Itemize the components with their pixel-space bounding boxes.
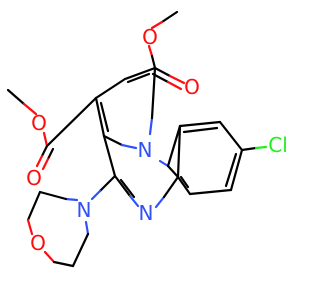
bond (150, 20, 164, 30)
bond (45, 96, 98, 148)
atom-label: O (142, 25, 158, 49)
bond (179, 175, 190, 189)
atom-o-morpholine: O (30, 231, 46, 255)
bond (94, 96, 106, 138)
bond (188, 188, 233, 196)
bond (99, 101, 110, 133)
bond (166, 124, 182, 168)
bond (26, 218, 34, 236)
bond (90, 189, 102, 201)
atom-label: O (31, 111, 47, 135)
bond (123, 66, 157, 81)
atom-label: O (26, 166, 42, 190)
bond (6, 88, 26, 106)
bond (166, 80, 183, 91)
bond (94, 77, 127, 100)
bond (168, 74, 186, 85)
bond (26, 190, 42, 222)
molecule-structure: O O O O N N N O Cl (6, 10, 288, 268)
bond (182, 126, 219, 134)
bond (120, 143, 138, 150)
atom-n-pyrrole: N (138, 138, 153, 162)
atom-o-ester1-single: O (142, 25, 158, 49)
atom-label: N (138, 138, 153, 162)
bond (38, 190, 68, 201)
atom-label: Cl (268, 133, 288, 157)
bond (102, 134, 124, 147)
bond (254, 145, 268, 150)
bond (148, 116, 154, 136)
atom-label: N (139, 201, 154, 225)
bond (35, 154, 44, 168)
bond (113, 174, 132, 198)
atom-label: N (77, 198, 92, 222)
bond (42, 131, 49, 148)
bond (84, 220, 90, 236)
atom-o-ester2-double: O (26, 166, 42, 190)
bond (126, 72, 151, 84)
bond (154, 195, 166, 209)
bond (162, 175, 180, 199)
atom-label: O (30, 231, 46, 255)
bond (176, 175, 192, 196)
bond (178, 120, 222, 128)
atom-o-ester2-single: O (31, 111, 47, 135)
bond (98, 174, 117, 193)
bond (166, 164, 180, 179)
bond (240, 146, 258, 152)
bond (52, 260, 75, 268)
bond (224, 152, 238, 188)
bond (229, 148, 244, 192)
bond (102, 134, 117, 178)
bond (147, 44, 154, 58)
bond (160, 10, 179, 24)
bond (150, 66, 157, 120)
bond (150, 54, 157, 70)
bond (128, 194, 140, 208)
bond (158, 159, 170, 168)
bond (40, 144, 49, 158)
atom-n-morpholine: N (77, 198, 92, 222)
bond (64, 197, 79, 202)
bond (22, 102, 38, 116)
bond (218, 120, 244, 152)
bond (71, 232, 90, 268)
bond (119, 178, 136, 199)
atom-cl: Cl (268, 133, 288, 157)
bond (46, 147, 55, 161)
atom-n-ring: N (139, 201, 154, 225)
bond (153, 66, 172, 78)
atom-label: O (184, 75, 200, 99)
bond (41, 157, 50, 171)
atom-o-ester1-double: O (184, 75, 200, 99)
bond (43, 250, 56, 264)
bond (176, 124, 182, 179)
